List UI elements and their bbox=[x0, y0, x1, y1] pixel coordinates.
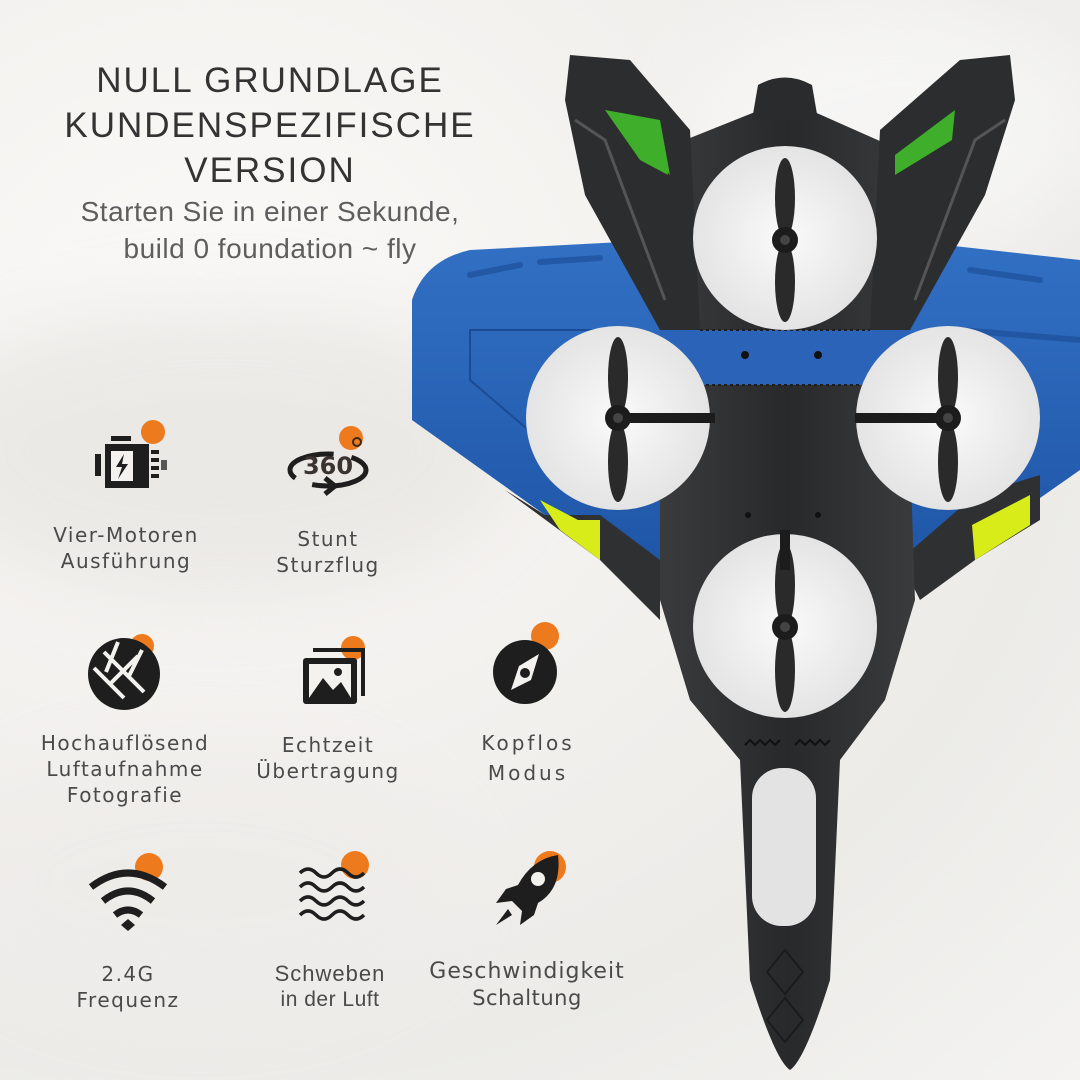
propeller-left bbox=[526, 326, 715, 510]
feature-headless-mode: Kopflos Modus bbox=[438, 618, 618, 786]
feature-2-4g-frequency: 2.4G Frequenz bbox=[38, 845, 218, 1013]
feature-label: Modus bbox=[487, 761, 569, 785]
right-tail-fin bbox=[870, 55, 1015, 330]
feature-label: Echtzeit bbox=[281, 733, 375, 757]
headline-subtitle-line: build 0 foundation ~ fly bbox=[123, 233, 417, 264]
feature-label: Frequenz bbox=[76, 988, 180, 1012]
feature-label: Fotografie bbox=[66, 783, 184, 807]
rocket-icon bbox=[482, 845, 572, 935]
feature-four-motors: Vier-Motoren Ausführung bbox=[36, 418, 216, 574]
feature-hd-aerial-photo: Hochauflösend Luftaufnahme Fotografie bbox=[30, 628, 220, 808]
image-gallery-icon bbox=[283, 628, 373, 718]
right-fin-green bbox=[895, 110, 955, 175]
feature-label: Vier-Motoren bbox=[53, 523, 199, 547]
left-wing-tip bbox=[540, 500, 600, 560]
feature-label: Kopflos bbox=[481, 731, 575, 755]
propeller-right bbox=[855, 326, 1040, 510]
headline-subtitle-line: Starten Sie in einer Sekunde, bbox=[80, 196, 460, 227]
propeller-rear bbox=[693, 530, 877, 718]
headline-title-line: VERSION bbox=[184, 151, 356, 190]
wifi-icon bbox=[83, 845, 173, 935]
feature-label: 2.4G bbox=[101, 962, 155, 986]
aperture-icon bbox=[80, 628, 170, 718]
rotate-360-text: 360 bbox=[303, 452, 353, 480]
right-wing-tip bbox=[972, 495, 1030, 560]
left-fin-green bbox=[605, 110, 670, 175]
feature-speed-switch: Geschwindigkeit Schaltung bbox=[420, 845, 634, 1011]
feature-label: Schaltung bbox=[472, 986, 582, 1010]
compass-icon bbox=[483, 618, 573, 708]
headline-title-line: NULL GRUNDLAGE bbox=[96, 61, 444, 100]
feature-stunt: 360 Stunt Sturzflug bbox=[238, 420, 418, 578]
waves-icon bbox=[285, 845, 375, 935]
propeller-front bbox=[693, 146, 877, 330]
motor-icon bbox=[81, 418, 171, 508]
headline: NULL GRUNDLAGE KUNDENSPEZIFISCHE VERSION… bbox=[30, 58, 510, 267]
feature-realtime-transmission: Echtzeit Übertragung bbox=[238, 628, 418, 784]
rear-window bbox=[752, 768, 816, 926]
feature-label: Ausführung bbox=[60, 549, 192, 573]
feature-label: Hochauflösend bbox=[40, 731, 210, 755]
feature-label: Luftaufnahme bbox=[46, 757, 204, 781]
background-cloud bbox=[0, 750, 450, 1010]
feature-label: Übertragung bbox=[256, 759, 400, 783]
feature-label: Sturzflug bbox=[276, 553, 380, 577]
left-tail-fin bbox=[565, 55, 700, 330]
feature-label: Schweben bbox=[274, 961, 386, 986]
feature-hover: Schweben in der Luft bbox=[240, 845, 420, 1013]
feature-label: Geschwindigkeit bbox=[429, 959, 625, 984]
rotate-360-icon: 360 bbox=[283, 420, 373, 510]
feature-label: Stunt bbox=[297, 527, 359, 551]
headline-title-line: KUNDENSPEZIFISCHE bbox=[64, 106, 476, 145]
feature-label: in der Luft bbox=[280, 988, 380, 1011]
left-fin-green bbox=[605, 110, 668, 175]
